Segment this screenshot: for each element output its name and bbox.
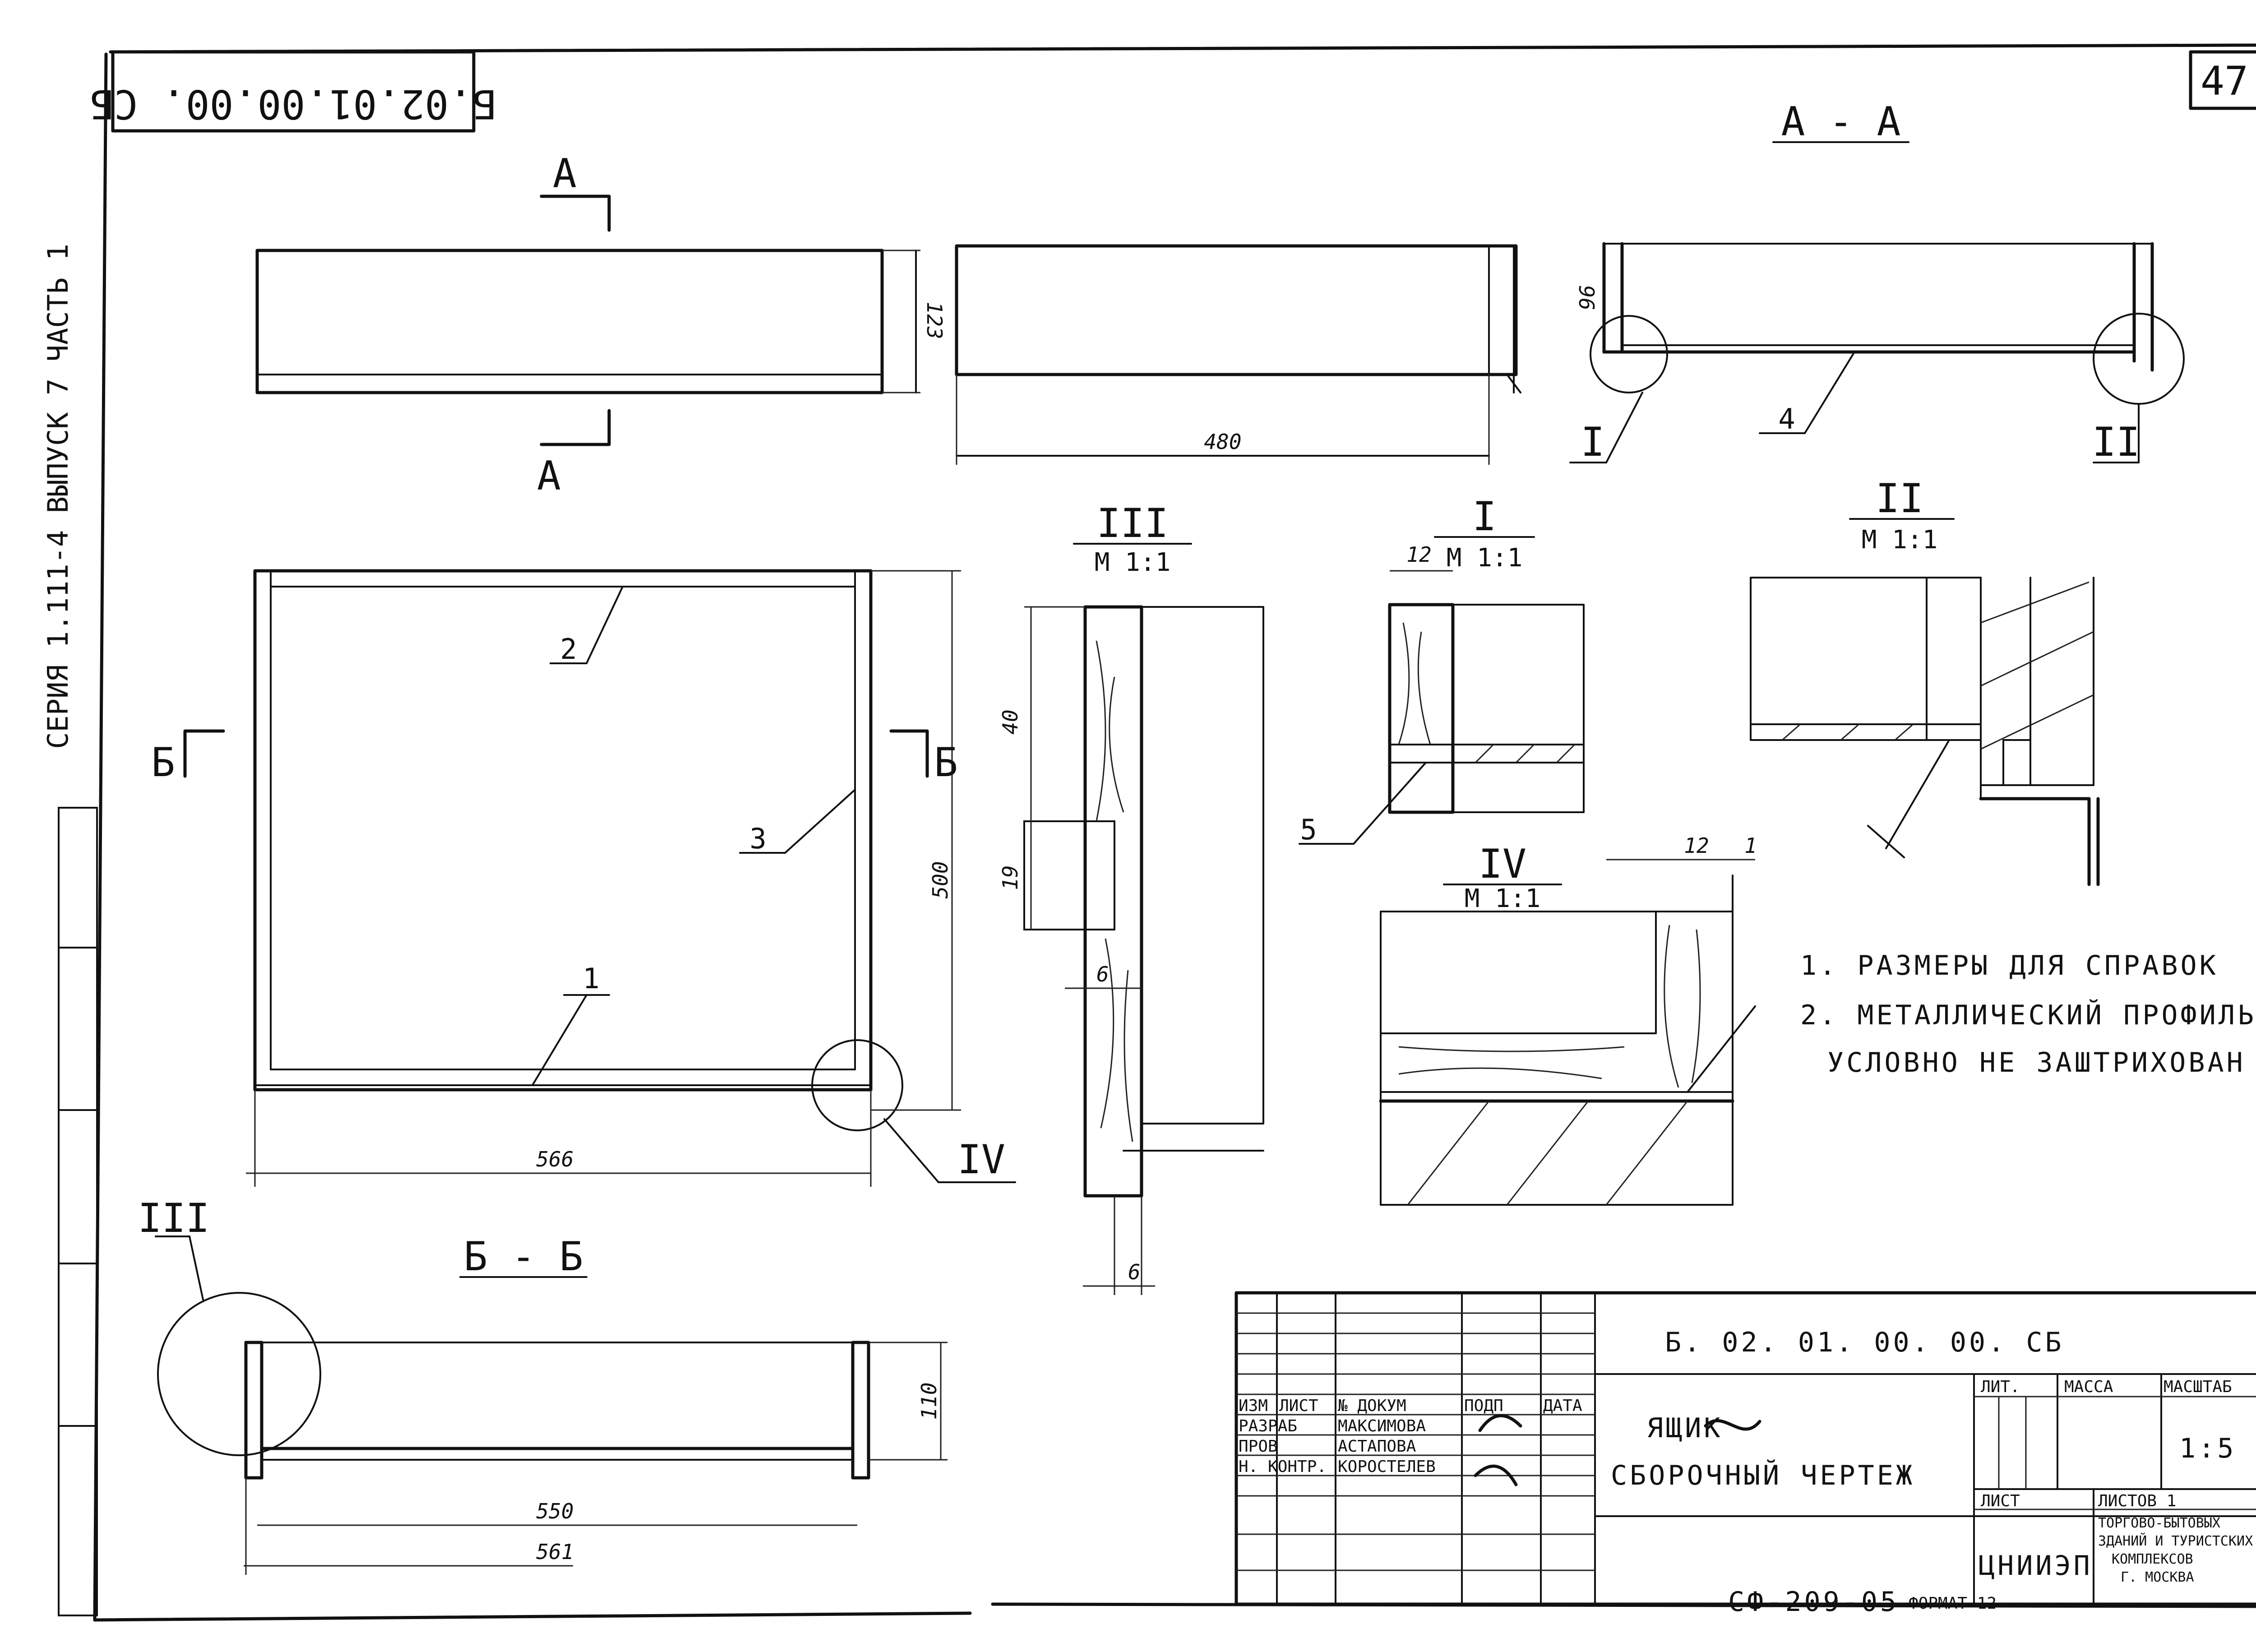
dim-plan-width: 566: [536, 1147, 573, 1171]
detail-4-callout: IV: [957, 1136, 1005, 1183]
tb-lit: ЛИТ.: [1981, 1378, 2020, 1396]
tb-org-2: ЗДАНИЙ И ТУРИСТСКИХ: [2098, 1533, 2253, 1549]
dim-aa-height: 96: [1574, 285, 1599, 310]
side-view: [955, 244, 1521, 465]
dim-front-height: 123: [922, 301, 947, 339]
detail-3-callout: III: [138, 1195, 210, 1241]
tb-role-1: РАЗРАБ: [1239, 1417, 1297, 1435]
tb-code: Б. 02. 01. 00. 00. СБ: [1665, 1327, 2064, 1358]
detail-4-scale: М 1:1: [1465, 884, 1541, 913]
tb-head-data: ДАТА: [1543, 1397, 1582, 1415]
dim-d4-width: 12: [1684, 833, 1709, 858]
top-code: Б.02.01.00.00. СБ: [90, 81, 497, 127]
title-block: [1234, 1291, 2256, 1606]
dim-d4-gap: 1: [1744, 833, 1757, 858]
detail-1: [1299, 536, 1585, 845]
dim-bb-outer: 561: [536, 1540, 573, 1564]
cut-a-bottom: А: [537, 453, 561, 499]
tb-listov: ЛИСТОВ 1: [2098, 1492, 2176, 1510]
dim-d1-width: 12: [1406, 542, 1431, 567]
detail-2-label: II: [2092, 419, 2140, 465]
section-aa-title: А - А: [1781, 98, 1901, 145]
bottom-code: СФ-209-05: [1728, 1586, 1899, 1618]
section-bb-title: Б - Б: [464, 1233, 583, 1280]
tb-masshtab: МАСШТАБ: [2164, 1378, 2232, 1396]
tb-name-r1: МАКСИМОВА: [1338, 1417, 1426, 1435]
tb-head-list: ЛИСТ: [1279, 1397, 1318, 1415]
tb-head-izm: ИЗМ: [1239, 1397, 1268, 1415]
tb-name-r2: АСТАПОВА: [1338, 1437, 1416, 1456]
note-3: УСЛОВНО НЕ ЗАШТРИХОВАН: [1827, 1047, 2246, 1078]
detail-2-title: II: [1876, 475, 1923, 522]
tb-role-2: ПРОВ: [1239, 1437, 1278, 1456]
note-2: 2. МЕТАЛЛИЧЕСКИЙ ПРОФИЛЬ: [1800, 999, 2256, 1031]
dim-side-length: 480: [1204, 430, 1241, 454]
tb-org-3: КОМПЛЕКСОВ: [2112, 1551, 2193, 1567]
dim-plan-height: 500: [928, 861, 952, 898]
tb-name-r3: КОРОСТЕЛЕВ: [1338, 1458, 1436, 1476]
format-label: ФОРМАТ 12: [1909, 1594, 1997, 1613]
dim-bb-inner: 550: [536, 1499, 573, 1523]
dim-d3-slot: 19: [998, 865, 1022, 890]
tb-org-4: Г. МОСКВА: [2121, 1569, 2194, 1585]
dim-d3-bottom: 6: [1128, 1260, 1141, 1284]
tb-head-podp: ПОДП: [1464, 1397, 1503, 1415]
tb-name-1: ЯЩИК: [1647, 1412, 1723, 1444]
pos-5-label: 5: [1300, 813, 1317, 846]
dim-d3-thick: 6: [1096, 962, 1109, 986]
detail-1-scale: М 1:1: [1447, 543, 1523, 573]
pos-2-label: 2: [560, 633, 577, 666]
detail-2-scale: М 1:1: [1862, 525, 1938, 555]
section-bb: [155, 1236, 948, 1575]
sheet-frame: [58, 43, 2256, 1622]
detail-2: [1750, 518, 2100, 886]
pos-4-label: 4: [1778, 403, 1795, 435]
dim-bb-height: 110: [917, 1382, 941, 1420]
detail-1-label: I: [1581, 419, 1605, 465]
cut-b-right: Б: [934, 739, 958, 786]
detail-3-scale: М 1:1: [1095, 548, 1171, 577]
tb-list: ЛИСТ: [1981, 1492, 2020, 1510]
tb-name-2: СБОРОЧНЫЙ ЧЕРТЕЖ: [1611, 1459, 1915, 1491]
tb-role-3: Н. КОНТР.: [1239, 1458, 1327, 1476]
detail-4-title: IV: [1479, 841, 1526, 887]
detail-3: [1023, 543, 1264, 1295]
cut-b-left: Б: [151, 739, 175, 786]
tb-massa: МАССА: [2064, 1378, 2113, 1396]
cut-a-top: А: [553, 150, 577, 197]
plan-view: [183, 569, 1016, 1187]
front-view: [255, 194, 920, 446]
detail-3-title: III: [1097, 500, 1169, 546]
dim-d3-top: 40: [998, 709, 1022, 734]
pos-3-label: 3: [749, 822, 766, 855]
note-1: 1. РАЗМЕРЫ ДЛЯ СПРАВОК: [1800, 950, 2219, 981]
tb-scale: 1:5: [2179, 1433, 2236, 1464]
detail-1-title: I: [1473, 493, 1497, 540]
pos-1-label: 1: [582, 962, 599, 995]
sheet-number: 47: [2201, 58, 2248, 104]
detail-4: [1379, 859, 1756, 1206]
tb-org-logo: ЦНИИЭП: [1979, 1550, 2093, 1582]
tb-org-1: ТОРГОВО-БЫТОВЫХ: [2098, 1515, 2220, 1531]
side-series: СЕРИЯ 1.111-4 ВЫПУСК 7 ЧАСТЬ 1: [42, 244, 74, 749]
section-aa: [1569, 141, 2185, 463]
tb-head-doc: № ДОКУМ: [1337, 1397, 1406, 1415]
